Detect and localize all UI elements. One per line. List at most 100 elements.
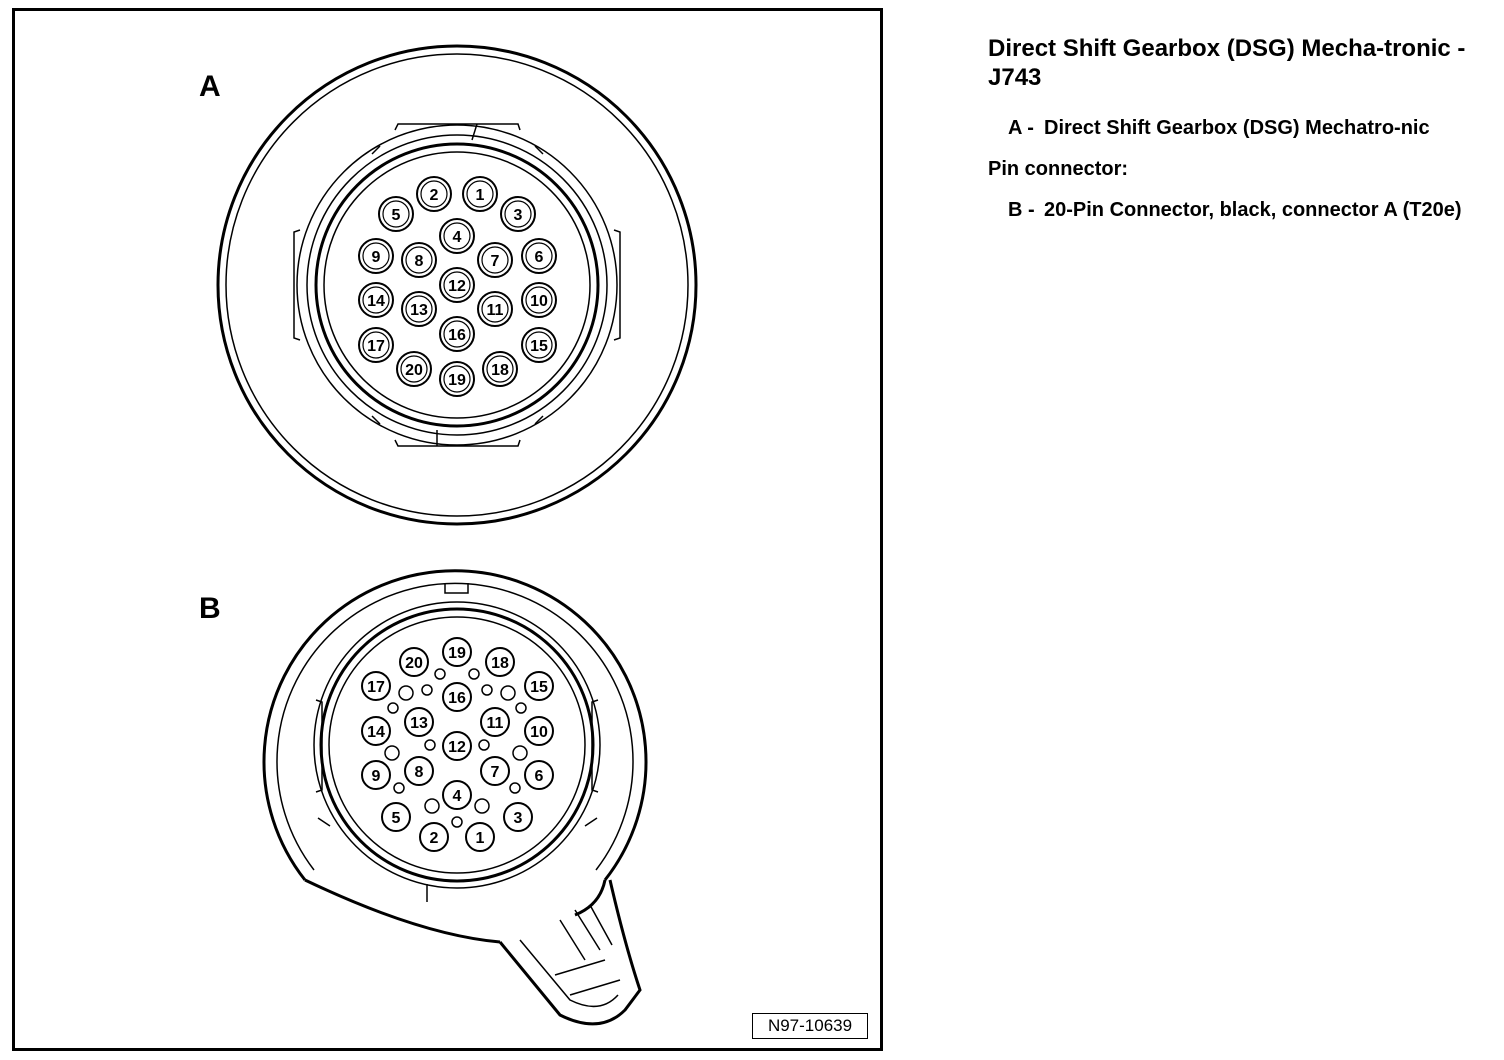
panel-label-b: B	[199, 592, 221, 625]
connector-a-pin-label: 13	[410, 302, 428, 319]
connector-a-pin-18: 18	[482, 351, 518, 387]
connector-a-pin-label: 12	[448, 278, 466, 295]
connector-a-pin-9: 9	[358, 238, 394, 274]
connector-b-pin-label: 4	[453, 788, 462, 805]
connector-a-pin-15: 15	[521, 327, 557, 363]
figure-id: N97-10639	[752, 1013, 868, 1039]
panel-label-a: A	[199, 70, 221, 103]
connector-a-pin-label: 6	[535, 249, 544, 266]
legend-subhead: Pin connector:	[988, 158, 1129, 180]
legend-item-a: A - Direct Shift Gearbox (DSG) Mechatro-…	[1008, 116, 1484, 141]
connector-a-pin-11: 11	[477, 291, 513, 327]
connector-b-pin-label: 5	[392, 810, 401, 827]
connector-b-pin-9: 9	[361, 760, 391, 790]
connector-a-pin-6: 6	[521, 238, 557, 274]
connector-a-pin-label: 18	[491, 362, 509, 379]
connector-b-pin-11: 11	[480, 707, 510, 737]
connector-b-pin-12: 12	[442, 731, 472, 761]
connector-a-pin-label: 5	[392, 207, 401, 224]
connector-b-cavity	[398, 685, 414, 701]
connector-b-pin-3: 3	[503, 802, 533, 832]
connector-b-cavity	[393, 782, 405, 794]
connector-a-pin-5: 5	[378, 196, 414, 232]
connector-a-pin-7: 7	[477, 242, 513, 278]
connector-b-pin-label: 7	[491, 764, 500, 781]
connector-a-pin-8: 8	[401, 242, 437, 278]
connector-b-pin-16: 16	[442, 682, 472, 712]
connector-a-pin-label: 4	[453, 229, 462, 246]
connector-b-pin-2: 2	[419, 822, 449, 852]
connector-b-cavity	[424, 798, 440, 814]
connector-a-pin-17: 17	[358, 327, 394, 363]
legend-key: B -	[1008, 199, 1035, 221]
connector-a-pin-4: 4	[439, 218, 475, 254]
connector-a-housing	[216, 44, 698, 526]
connector-a-pin-label: 3	[514, 207, 523, 224]
connector-b-pin-label: 1	[476, 830, 485, 847]
connector-a-pin-label: 7	[491, 253, 500, 270]
connector-a-pin-label: 20	[405, 362, 423, 379]
connector-b-cavity	[478, 739, 490, 751]
connector-a-pin-19: 19	[439, 361, 475, 397]
connector-a-pin-label: 8	[415, 253, 424, 270]
connector-b-pin-label: 2	[430, 830, 439, 847]
legend-title: Direct Shift Gearbox (DSG) Mecha-tronic …	[988, 35, 1466, 91]
connector-b-pin-label: 13	[410, 715, 428, 732]
connector-a-pin-label: 19	[448, 372, 466, 389]
connector-a-pin-label: 10	[530, 293, 548, 310]
connector-b-pin-7: 7	[480, 756, 510, 786]
connector-b-cavity	[509, 782, 521, 794]
connector-b-pin-4: 4	[442, 780, 472, 810]
connector-b-cavity	[481, 684, 493, 696]
figure-frame	[12, 8, 883, 1051]
connector-a-pin-label: 2	[430, 187, 439, 204]
connector-a-pin-label: 11	[487, 302, 504, 319]
connector-b-pin-label: 10	[530, 724, 548, 741]
connector-b-pin-label: 3	[514, 810, 523, 827]
connector-b-pin-label: 19	[448, 645, 466, 662]
connector-a-pin-label: 14	[367, 293, 385, 310]
connector-b-pin-10: 10	[524, 716, 554, 746]
connector-a-pin-16: 16	[439, 316, 475, 352]
connector-a-pin-14: 14	[358, 282, 394, 318]
connector-b-pin-13: 13	[404, 707, 434, 737]
connector-a-pin-3: 3	[500, 196, 536, 232]
connector-b-pin-label: 12	[448, 739, 466, 756]
connector-b-pin-label: 15	[530, 679, 548, 696]
connector-b-pin-label: 17	[367, 679, 385, 696]
connector-b-pin-label: 18	[491, 655, 509, 672]
connector-b-pin-label: 9	[372, 768, 381, 785]
connector-b-pin-label: 20	[405, 655, 423, 672]
connector-b-pin-17: 17	[361, 671, 391, 701]
connector-b-cavity	[424, 739, 436, 751]
connector-b-pin-1: 1	[465, 822, 495, 852]
connector-b-housing	[262, 569, 648, 1026]
connector-b-pin-label: 16	[448, 690, 466, 707]
connector-b-pin-15: 15	[524, 671, 554, 701]
connector-a-pin-label: 9	[372, 249, 381, 266]
connector-b-cavity	[500, 685, 516, 701]
connector-b-cavity	[434, 668, 446, 680]
legend-key: A -	[1008, 117, 1034, 139]
connector-a-pin-12: 12	[439, 267, 475, 303]
connector-b-pin-label: 6	[535, 768, 544, 785]
connector-b-pin-14: 14	[361, 716, 391, 746]
connector-a-pin-label: 1	[476, 187, 485, 204]
connector-b-pin-label: 11	[487, 715, 504, 732]
connector-b-cavity	[387, 702, 399, 714]
connector-a-pin-1: 1	[462, 176, 498, 212]
legend-item-b: B - 20-Pin Connector, black, connector A…	[1008, 198, 1484, 223]
connector-b-cavity	[512, 745, 528, 761]
connector-b-pin-label: 8	[415, 764, 424, 781]
connector-b-pin-label: 14	[367, 724, 385, 741]
connector-b-pin-5: 5	[381, 802, 411, 832]
connector-a-pin-10: 10	[521, 282, 557, 318]
connector-b-pin-6: 6	[524, 760, 554, 790]
connector-b-cavity	[468, 668, 480, 680]
connector-b-cavity	[421, 684, 433, 696]
connector-b-cavities	[384, 668, 528, 828]
connector-b-cavity	[515, 702, 527, 714]
